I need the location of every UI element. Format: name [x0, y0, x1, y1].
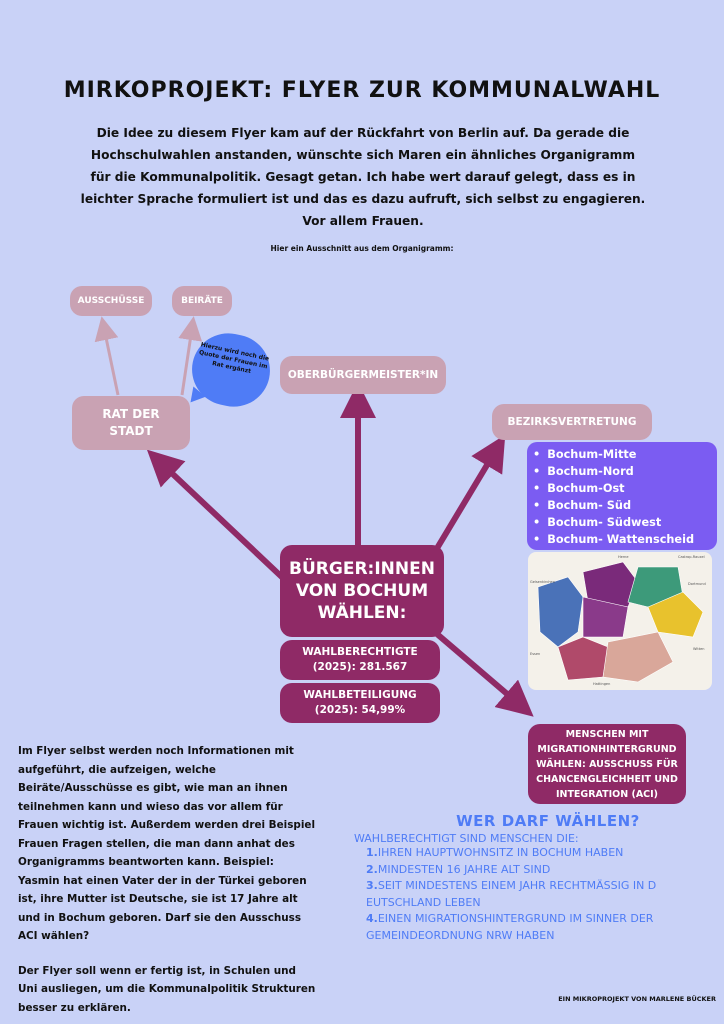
- bezirksvertretung-label: Bezirksvertretung: [507, 416, 637, 428]
- wahlberechtigte-label: Wahlberechtigte (2025): 281.567: [302, 646, 418, 673]
- who-list-item: 4.einen Migrationshintergrund im sinner …: [366, 912, 654, 942]
- map-region-wattenscheid: [537, 576, 584, 648]
- migration-label: Menschen mit Migrationhintergrund wählen…: [536, 728, 678, 800]
- who-may-vote-title: Wer darf wählen?: [456, 812, 640, 830]
- map-label: Castrop-Rauxel: [678, 555, 705, 559]
- map-label: Hattingen: [593, 682, 611, 686]
- ausschuesse-box: Ausschüsse: [70, 286, 152, 316]
- bezirksvertretung-box: Bezirksvertretung: [492, 404, 652, 440]
- district-item: Bochum- Wattenscheid: [533, 531, 717, 548]
- map-region-sued: [602, 631, 674, 683]
- page-title: Mirkoprojekt: Flyer zur Kommunalwahl: [63, 78, 661, 103]
- intro-text: Die Idee zu diesem Flyer kam auf der Rüc…: [80, 126, 646, 228]
- map-label: Herne: [618, 555, 629, 559]
- district-item: Bochum-Mitte: [533, 446, 717, 463]
- district-list: Bochum-Mitte Bochum-Nord Bochum-Ost Boch…: [527, 442, 717, 550]
- left-paragraph-2: Der Flyer soll wenn er fertig ist, in Sc…: [18, 964, 316, 1014]
- arrow-to-ausschuesse: [94, 316, 120, 396]
- map-label: Gelsenkirchen: [530, 580, 555, 584]
- center-voters-box: Bürger:innen von Bochum wählen:: [280, 545, 444, 637]
- note-bubble-text: Hierzu wird noch die Quote der Frauen im…: [198, 341, 270, 376]
- who-may-vote-intro: Wahlberechtigt sind Menschen die:: [354, 832, 579, 845]
- who-may-vote-list: 1.Ihren Hauptwohnsitz in Bochum haben 2.…: [340, 845, 720, 944]
- district-item: Bochum- Süd: [533, 497, 717, 514]
- rat-der-stadt-box: Rat der Stadt: [72, 396, 190, 450]
- wahlbeteiligung-label: Wahlbeteiligung (2025): 54,99%: [303, 689, 417, 716]
- map-label: Witten: [693, 647, 705, 651]
- arrow-to-beiraete: [178, 316, 203, 396]
- beiraete-label: Beiräte: [181, 296, 223, 306]
- district-item: Bochum-Nord: [533, 463, 717, 480]
- who-list-item: 1.Ihren Hauptwohnsitz in Bochum haben: [366, 846, 624, 859]
- left-description: Im Flyer selbst werden noch Informatione…: [18, 742, 318, 1017]
- who-list-item: 2.mindesten 16 Jahre alt sind: [366, 862, 551, 876]
- map-label: Essen: [530, 652, 541, 656]
- map-region-mitte: [582, 596, 629, 638]
- migration-box: Menschen mit Migrationhintergrund wählen…: [528, 724, 686, 804]
- beiraete-box: Beiräte: [172, 286, 232, 316]
- who-may-vote-section: Wer darf wählen? Wahlberechtigt sind Men…: [340, 812, 720, 944]
- map-region-suedwest: [557, 636, 609, 681]
- wahlbeteiligung-box: Wahlbeteiligung (2025): 54,99%: [280, 683, 440, 723]
- center-voters-label: Bürger:innen von Bochum wählen:: [289, 559, 435, 623]
- oberbuergermeister-box: Oberbürgermeister*in: [280, 356, 446, 394]
- organigram-hint: Hier ein Ausschnitt aus dem Organigramm:: [270, 244, 454, 253]
- ausschuesse-label: Ausschüsse: [77, 296, 145, 306]
- map-region-ost-2: [647, 591, 704, 638]
- map-label: Dortmund: [688, 582, 706, 586]
- oberbuergermeister-label: Oberbürgermeister*in: [287, 369, 439, 381]
- district-item: Bochum- Südwest: [533, 514, 717, 531]
- left-paragraph-1: Im Flyer selbst werden noch Informatione…: [18, 745, 315, 942]
- footer-credit: Ein Mikroprojekt von Marlene Bücker: [558, 995, 716, 1003]
- district-item: Bochum-Ost: [533, 480, 717, 497]
- arrow-to-bezirksvertretung: [427, 434, 506, 562]
- bochum-district-map: Herne Castrop-Rauxel Dortmund Gelsenkirc…: [528, 552, 712, 690]
- wahlberechtigte-box: Wahlberechtigte (2025): 281.567: [280, 640, 440, 680]
- arrow-to-migration: [428, 625, 534, 717]
- arrow-to-rat: [146, 449, 288, 583]
- map-graphic: [537, 561, 704, 683]
- who-list-item: 3.seit mindestens einem Jahr rechtmässig…: [366, 879, 657, 909]
- rat-der-stadt-label: Rat der Stadt: [102, 407, 160, 438]
